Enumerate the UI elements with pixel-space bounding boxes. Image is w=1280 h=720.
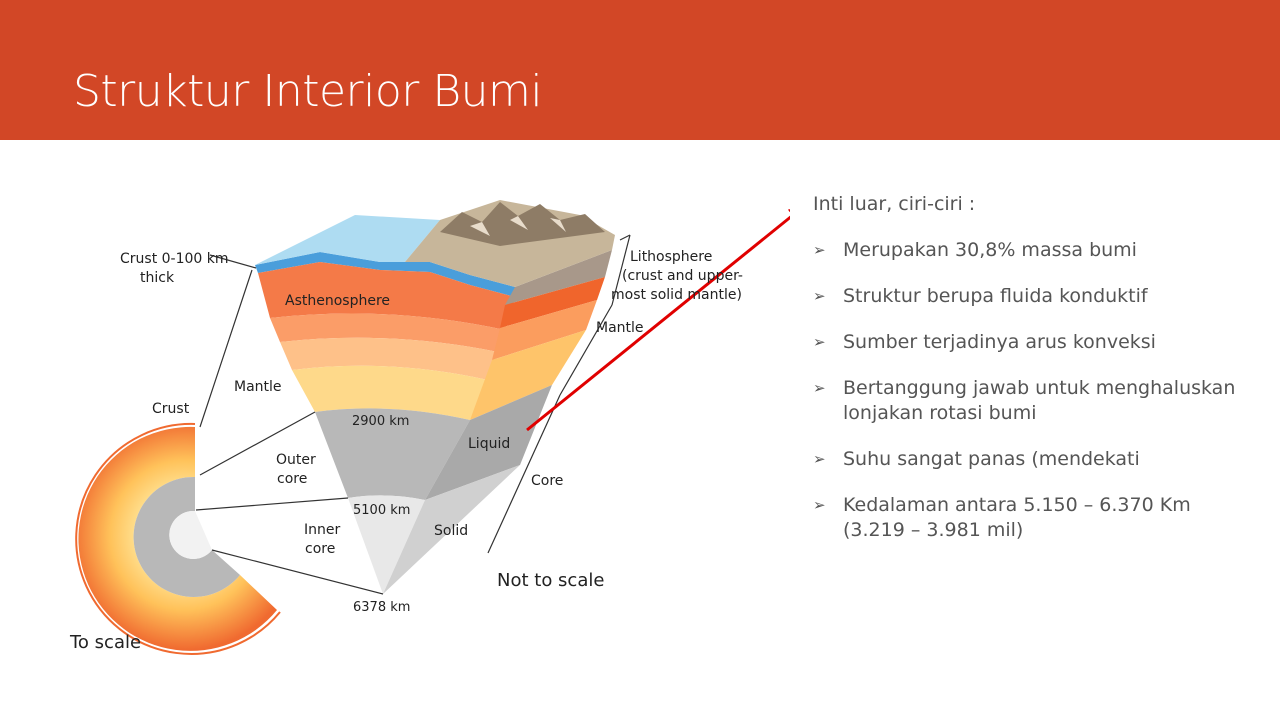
to-scale-crust-edge xyxy=(75,422,281,655)
lithosphere-label-3: most solid mantle) xyxy=(611,287,742,303)
side-lower-mantle xyxy=(470,330,586,420)
mantle-right-label: Mantle xyxy=(596,320,644,336)
crust-pointer xyxy=(209,254,257,269)
to-scale-mantle xyxy=(78,426,277,651)
crust-layer xyxy=(255,252,515,297)
bullet-text: Sumber terjadinya arus konveksi xyxy=(843,331,1156,353)
crust-thickness-label-2: thick xyxy=(140,270,175,286)
crust-left-label: Crust xyxy=(152,401,190,417)
liquid-label: Liquid xyxy=(468,436,510,452)
bullet-arrow-icon: ➢ xyxy=(813,241,826,259)
depth-5100-label: 5100 km xyxy=(353,503,410,518)
core-bracket xyxy=(487,394,561,554)
outer-core-layer xyxy=(315,408,470,500)
asthenosphere-layer xyxy=(258,262,515,330)
not-to-scale-label: Not to scale xyxy=(497,570,604,591)
lower-mantle-layer xyxy=(292,365,488,420)
to-scale-inner-core xyxy=(169,510,212,559)
mantle-left-label: Mantle xyxy=(234,379,282,395)
asthenosphere-label: Asthenosphere xyxy=(285,293,390,309)
list-item: ➢ Merupakan 30,8% massa bumi xyxy=(813,238,1253,263)
side-upper-mantle xyxy=(492,300,597,360)
side-asthenosphere xyxy=(500,277,605,328)
solid-label: Solid xyxy=(434,523,468,539)
bullet-arrow-icon: ➢ xyxy=(813,450,826,468)
list-item: ➢ Sumber terjadinya arus konveksi xyxy=(813,330,1253,355)
bullet-text: Struktur berupa fluida konduktif xyxy=(843,285,1148,307)
to-scale-label: To scale xyxy=(69,632,141,653)
outer-core-label: Outer xyxy=(276,452,316,468)
to-scale-outer-core xyxy=(133,476,240,597)
middle-mantle-layer xyxy=(280,337,498,380)
lithosphere-label: Lithosphere xyxy=(630,249,712,265)
list-item: ➢ Bertanggung jawab untuk menghaluskan lo… xyxy=(813,376,1253,426)
depth-2900-label: 2900 km xyxy=(352,414,409,429)
inner-core-layer xyxy=(348,495,425,594)
bullet-arrow-icon: ➢ xyxy=(813,333,826,351)
upper-mantle-layer xyxy=(270,313,505,352)
list-item: ➢ Kedalaman antara 5.150 – 6.370 Km (3.21… xyxy=(813,493,1253,543)
bullet-text: Bertanggung jawab untuk menghaluskan lon… xyxy=(843,377,1236,424)
bullet-text: Merupakan 30,8% massa bumi xyxy=(843,239,1137,261)
lithosphere-label-2: (crust and upper- xyxy=(622,268,743,284)
bullet-text: Kedalaman antara 5.150 – 6.370 Km (3.219… xyxy=(843,494,1191,541)
connector-lines xyxy=(195,269,384,595)
mountain-highlights xyxy=(470,216,566,236)
slide-title: Struktur Interior Bumi xyxy=(73,66,543,117)
depth-6378-label: 6378 km xyxy=(353,600,410,615)
title-bar xyxy=(0,0,1280,140)
callout-arrow xyxy=(526,206,790,432)
crust-thickness-label: Crust 0-100 km xyxy=(120,251,229,267)
earth-structure-diagram: Crust 0-100 km thick Asthenosphere Litho… xyxy=(69,200,790,655)
list-item: ➢ Suhu sangat panas (mendekati xyxy=(813,447,1253,472)
mantle-bracket xyxy=(559,304,613,396)
bullet-arrow-icon: ➢ xyxy=(813,496,826,514)
bullet-arrow-icon: ➢ xyxy=(813,379,826,397)
side-lithosphere xyxy=(505,250,612,305)
content-panel: Inti luar, ciri-ciri : ➢ Merupakan 30,8% … xyxy=(813,190,1253,564)
inner-core-label-2: core xyxy=(305,541,335,557)
bullet-arrow-icon: ➢ xyxy=(813,287,826,305)
lithosphere-bracket xyxy=(611,234,631,306)
side-outer-core xyxy=(425,385,552,500)
core-label: Core xyxy=(531,473,563,489)
ocean-top xyxy=(255,215,440,265)
outer-core-label-2: core xyxy=(277,471,307,487)
bullet-list: ➢ Merupakan 30,8% massa bumi ➢ Struktur be… xyxy=(813,238,1253,543)
inner-core-label: Inner xyxy=(304,522,340,538)
bullet-text: Suhu sangat panas (mendekati xyxy=(843,448,1140,470)
side-inner-core xyxy=(383,465,520,594)
list-item: ➢ Struktur berupa fluida konduktif xyxy=(813,284,1253,309)
intro-text: Inti luar, ciri-ciri : xyxy=(813,193,976,215)
